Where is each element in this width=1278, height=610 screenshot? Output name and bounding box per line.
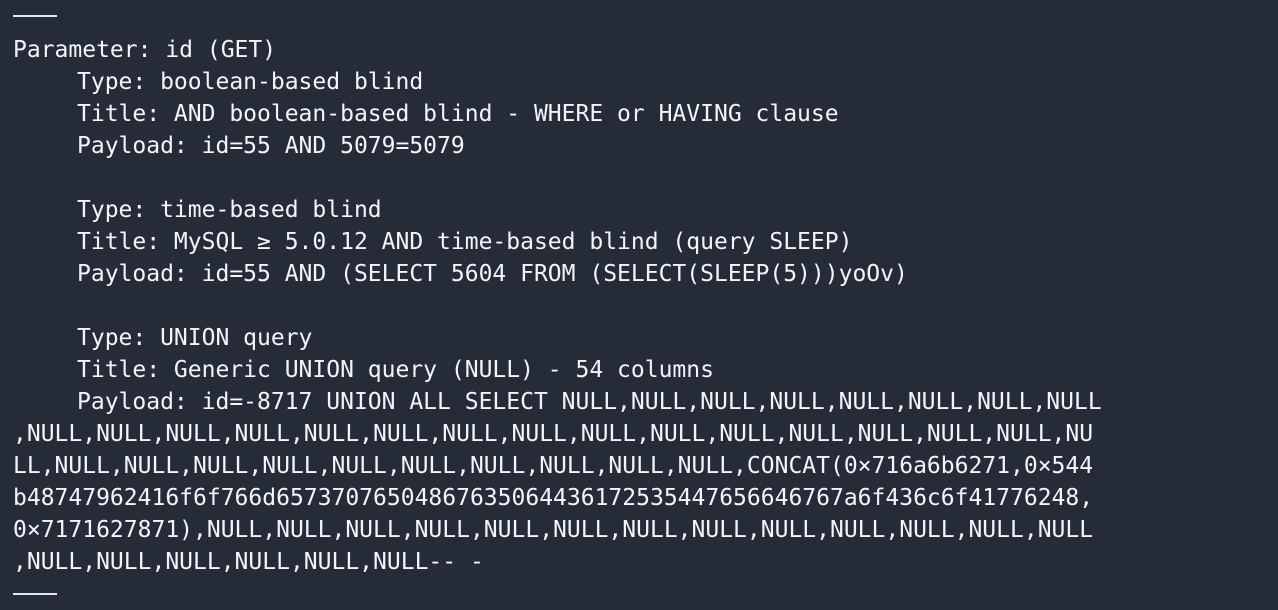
parameter-line: Parameter: id (GET) [13,37,277,63]
separator-bottom [13,593,57,595]
injection-payload: Payload: id=-8717 UNION ALL SELECT NULL,… [77,389,1102,415]
injection-title: Title: MySQL ≥ 5.0.12 AND time-based bli… [77,229,853,255]
injection-title: Title: Generic UNION query (NULL) - 54 c… [77,357,714,383]
injection-payload: Payload: id=55 AND (SELECT 5604 FROM (SE… [77,261,908,287]
payload-continuation: b48747962416f6f766d657370765048676350644… [13,485,1094,511]
injection-payload: Payload: id=55 AND 5079=5079 [77,133,465,159]
payload-continuation: ,NULL,NULL,NULL,NULL,NULL,NULL-- - [13,549,484,575]
payload-continuation: LL,NULL,NULL,NULL,NULL,NULL,NULL,NULL,NU… [13,453,1094,479]
separator-top [13,15,57,17]
injection-type: Type: UNION query [77,325,313,351]
payload-continuation: 0×7171627871),NULL,NULL,NULL,NULL,NULL,N… [13,517,1094,543]
payload-continuation: ,NULL,NULL,NULL,NULL,NULL,NULL,NULL,NULL… [13,421,1094,447]
injection-title: Title: AND boolean-based blind - WHERE o… [77,101,839,127]
injection-type: Type: boolean-based blind [77,69,424,95]
injection-type: Type: time-based blind [77,197,382,223]
